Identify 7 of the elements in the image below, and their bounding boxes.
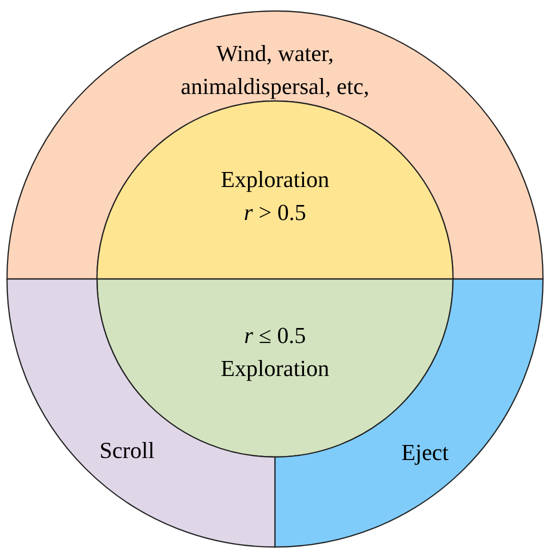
segment-label: Exploration: [220, 166, 330, 194]
segment-label: r > 0.5: [244, 199, 306, 227]
segment-label: Eject: [401, 439, 449, 467]
segment-label: Wind, water, animaldispersal, etc,: [180, 40, 370, 101]
segment-label: Exploration: [220, 355, 330, 383]
segment-label: r ≤ 0.5: [244, 322, 306, 350]
segment-label: Scroll: [100, 437, 154, 465]
